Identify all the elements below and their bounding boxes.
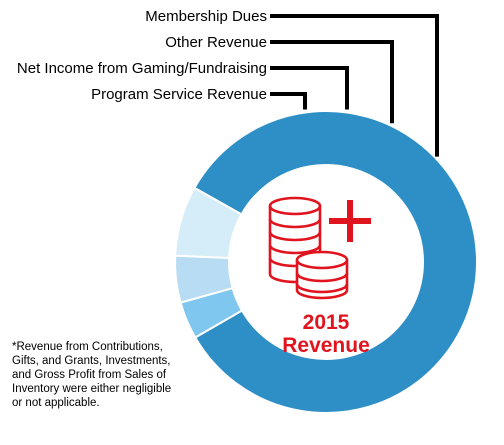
legend-label-net-income-from-gaming-fundraising: Net Income from Gaming/Fundraising (17, 60, 267, 77)
leader-lines (270, 14, 439, 157)
slice-membership-dues (174, 186, 243, 259)
slices-layer (174, 110, 478, 414)
footnote: *Revenue from Contributions, Gifts, and … (12, 341, 172, 409)
legend-label-membership-dues: Membership Dues (145, 8, 267, 25)
leader-line-net-income-from-gaming-fundraising (270, 66, 349, 110)
center-label-year: 2015 (303, 311, 350, 334)
leader-line-program-service-revenue (270, 92, 307, 110)
leader-line-other-revenue (270, 40, 394, 124)
legend-label-other-revenue: Other Revenue (165, 34, 267, 51)
coins-plus-icon (268, 196, 371, 300)
legend-label-program-service-revenue: Program Service Revenue (91, 86, 267, 103)
slice-program-service-revenue (193, 110, 478, 414)
center-label-title: Revenue (282, 334, 370, 357)
leader-line-membership-dues (270, 14, 439, 157)
